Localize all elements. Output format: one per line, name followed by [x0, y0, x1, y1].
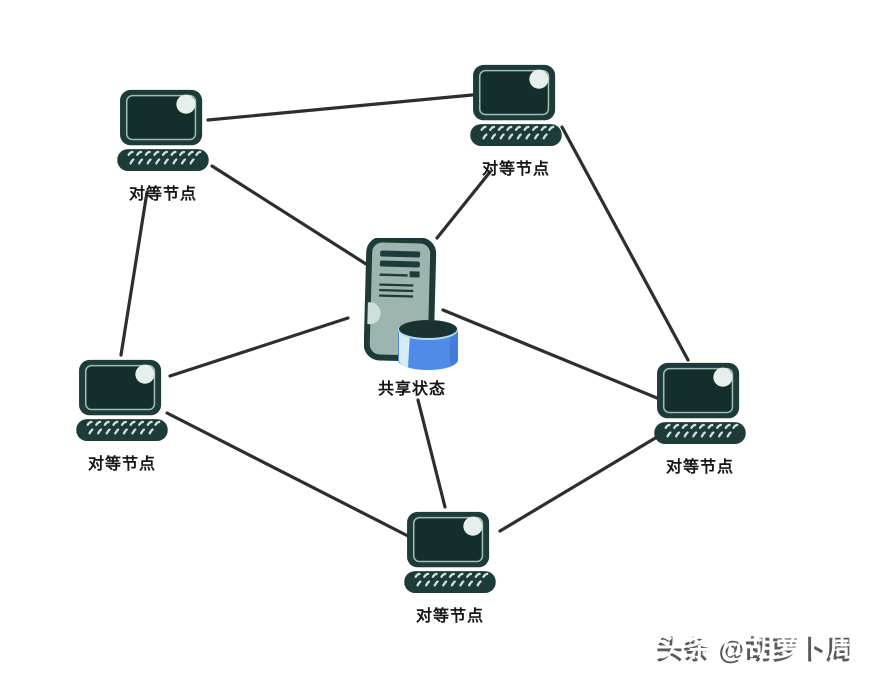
node-peer-top-right: 对等节点 — [441, 63, 591, 179]
laptop-computer-icon — [654, 361, 746, 445]
edge-server--peer-bottom — [416, 398, 447, 509]
laptop-computer-icon — [470, 63, 562, 147]
node-label: 对等节点 — [87, 456, 156, 473]
edge-peer-top-left--peer-left — [119, 190, 149, 357]
edge-peer-left--server — [168, 316, 350, 378]
database-cylinder-icon — [398, 320, 458, 370]
node-peer-right: 对等节点 — [625, 361, 775, 477]
server-database-icon — [363, 236, 458, 370]
edge-peer-right--peer-bottom — [498, 435, 659, 533]
edge-peer-top-right--peer-right — [560, 125, 690, 362]
edge-peer-top-left--server — [210, 164, 368, 266]
node-peer-left: 对等节点 — [47, 358, 197, 474]
edge-server--peer-right — [441, 308, 659, 400]
edge-peer-left--peer-bottom — [165, 411, 410, 538]
node-label: 对等节点 — [665, 459, 734, 476]
node-peer-bottom: 对等节点 — [375, 510, 525, 626]
laptop-computer-icon — [76, 358, 168, 442]
edge-peer-top-left--peer-top-right — [206, 93, 474, 122]
watermark-text: 头条 @胡萝卜周 — [659, 632, 856, 662]
laptop-computer-icon — [404, 510, 496, 594]
node-shared-state-server — [363, 236, 464, 385]
laptop-computer-icon — [117, 88, 209, 172]
node-peer-top-left: 对等节点 — [88, 88, 238, 204]
node-label: 对等节点 — [481, 161, 550, 178]
edge-peer-top-right--server — [435, 170, 492, 240]
node-label: 对等节点 — [128, 186, 197, 203]
node-label: 对等节点 — [415, 608, 484, 625]
server-label: 共享状态 — [377, 381, 446, 398]
